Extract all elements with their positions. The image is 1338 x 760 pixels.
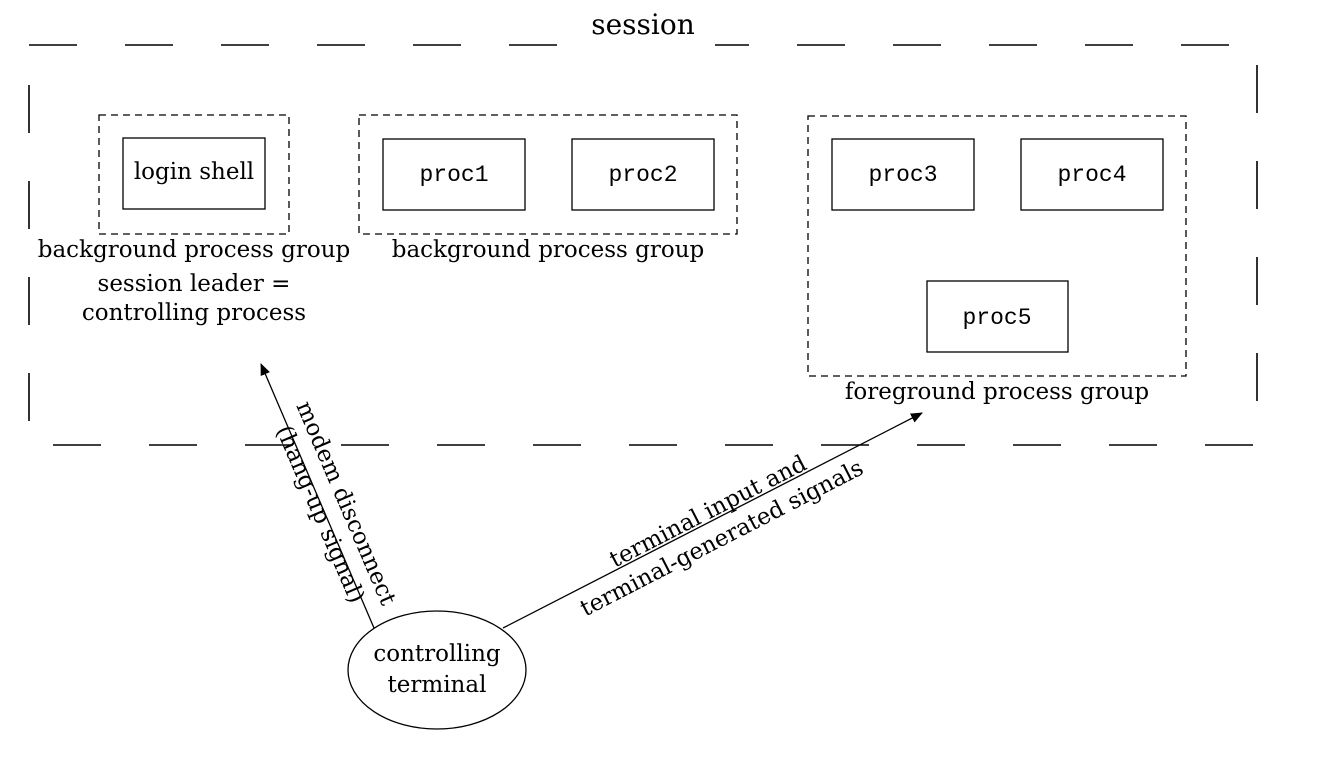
hangup-arrow: modem disconnect (hang-up signal)	[260, 363, 401, 629]
process-group-login: login shell background process group ses…	[38, 114, 351, 326]
proc1-box	[382, 138, 526, 211]
group-label-background-1: background process group	[38, 237, 351, 263]
proc2-box	[571, 138, 715, 211]
terminal-label-line1: controlling	[373, 641, 501, 667]
group-label-background-2: background process group	[392, 237, 705, 263]
proc5-box	[926, 280, 1069, 353]
session-leader-label: session leader =	[98, 271, 291, 297]
input-label-line2: terminal-generated signals	[576, 455, 868, 622]
login-shell-label: login shell	[134, 159, 254, 185]
proc4-label: proc4	[1057, 162, 1126, 188]
proc5-label: proc5	[962, 305, 1031, 331]
terminal-label-line2: terminal	[388, 672, 487, 698]
controlling-terminal: controlling terminal	[347, 610, 527, 730]
proc1-label: proc1	[419, 162, 488, 188]
proc4-box	[1020, 138, 1164, 211]
proc2-label: proc2	[608, 162, 677, 188]
process-group-foreground: proc3 proc4 proc5 foreground process gro…	[807, 115, 1187, 405]
controlling-process-label: controlling process	[82, 300, 306, 326]
session-box: session	[28, 8, 1258, 446]
proc3-label: proc3	[868, 162, 937, 188]
login-shell-box	[122, 137, 266, 210]
proc3-box	[831, 138, 975, 211]
process-group-background: proc1 proc2 background process group	[358, 114, 738, 263]
group-label-foreground: foreground process group	[845, 379, 1149, 405]
session-title: session	[591, 8, 695, 41]
